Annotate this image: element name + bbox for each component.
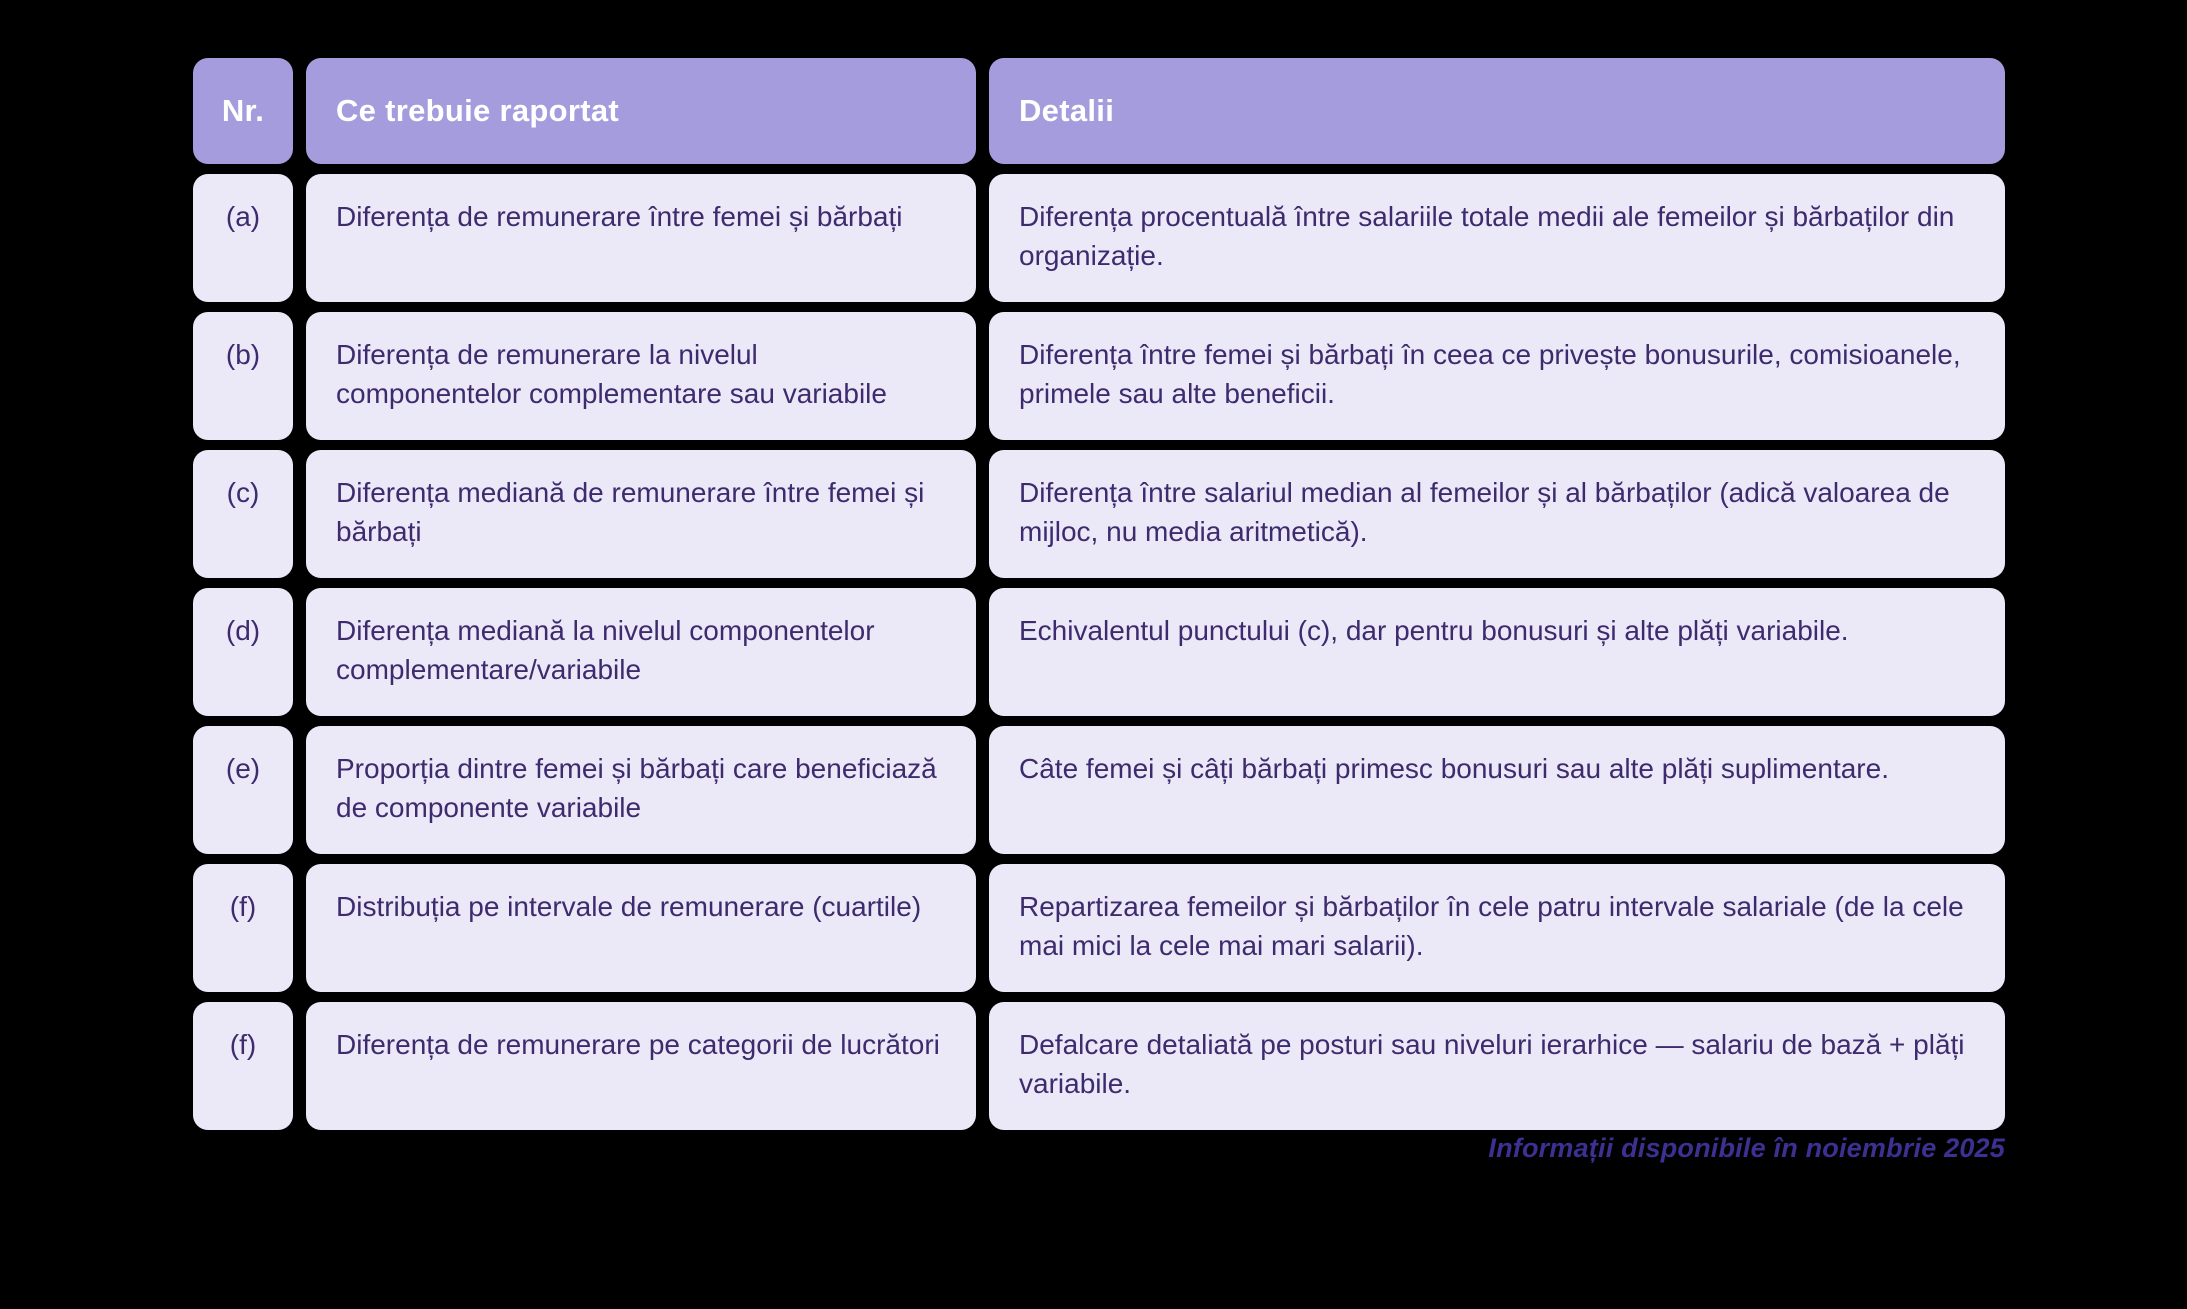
row-details-cell: Echivalentul punctului (c), dar pentru b…	[989, 588, 2005, 716]
row-nr-cell: (f)	[193, 1002, 293, 1130]
header-cell-details: Detalii	[989, 58, 2005, 164]
reporting-requirements-table: Nr. Ce trebuie raportat Detalii (a) Dife…	[193, 58, 2005, 1130]
header-cell-nr: Nr.	[193, 58, 293, 164]
row-nr-cell: (a)	[193, 174, 293, 302]
row-details-cell: Defalcare detaliată pe posturi sau nivel…	[989, 1002, 2005, 1130]
row-nr-cell: (b)	[193, 312, 293, 440]
footer-availability-note: Informații disponibile în noiembrie 2025	[1488, 1133, 2005, 1163]
row-details-cell: Diferența între femei și bărbați în ceea…	[989, 312, 2005, 440]
row-what-cell: Diferența de remunerare între femei și b…	[306, 174, 976, 302]
row-details-cell: Repartizarea femeilor și bărbaților în c…	[989, 864, 2005, 992]
row-what-cell: Diferența mediană de remunerare între fe…	[306, 450, 976, 578]
row-what-cell: Diferența de remunerare pe categorii de …	[306, 1002, 976, 1130]
row-details-cell: Diferența între salariul median al femei…	[989, 450, 2005, 578]
row-details-cell: Câte femei și câți bărbați primesc bonus…	[989, 726, 2005, 854]
header-cell-what: Ce trebuie raportat	[306, 58, 976, 164]
row-nr-cell: (d)	[193, 588, 293, 716]
row-details-cell: Diferența procentuală între salariile to…	[989, 174, 2005, 302]
row-what-cell: Proporția dintre femei și bărbați care b…	[306, 726, 976, 854]
row-what-cell: Diferența mediană la nivelul componentel…	[306, 588, 976, 716]
row-nr-cell: (c)	[193, 450, 293, 578]
row-what-cell: Diferența de remunerare la nivelul compo…	[306, 312, 976, 440]
row-what-cell: Distribuția pe intervale de remunerare (…	[306, 864, 976, 992]
row-nr-cell: (f)	[193, 864, 293, 992]
row-nr-cell: (e)	[193, 726, 293, 854]
